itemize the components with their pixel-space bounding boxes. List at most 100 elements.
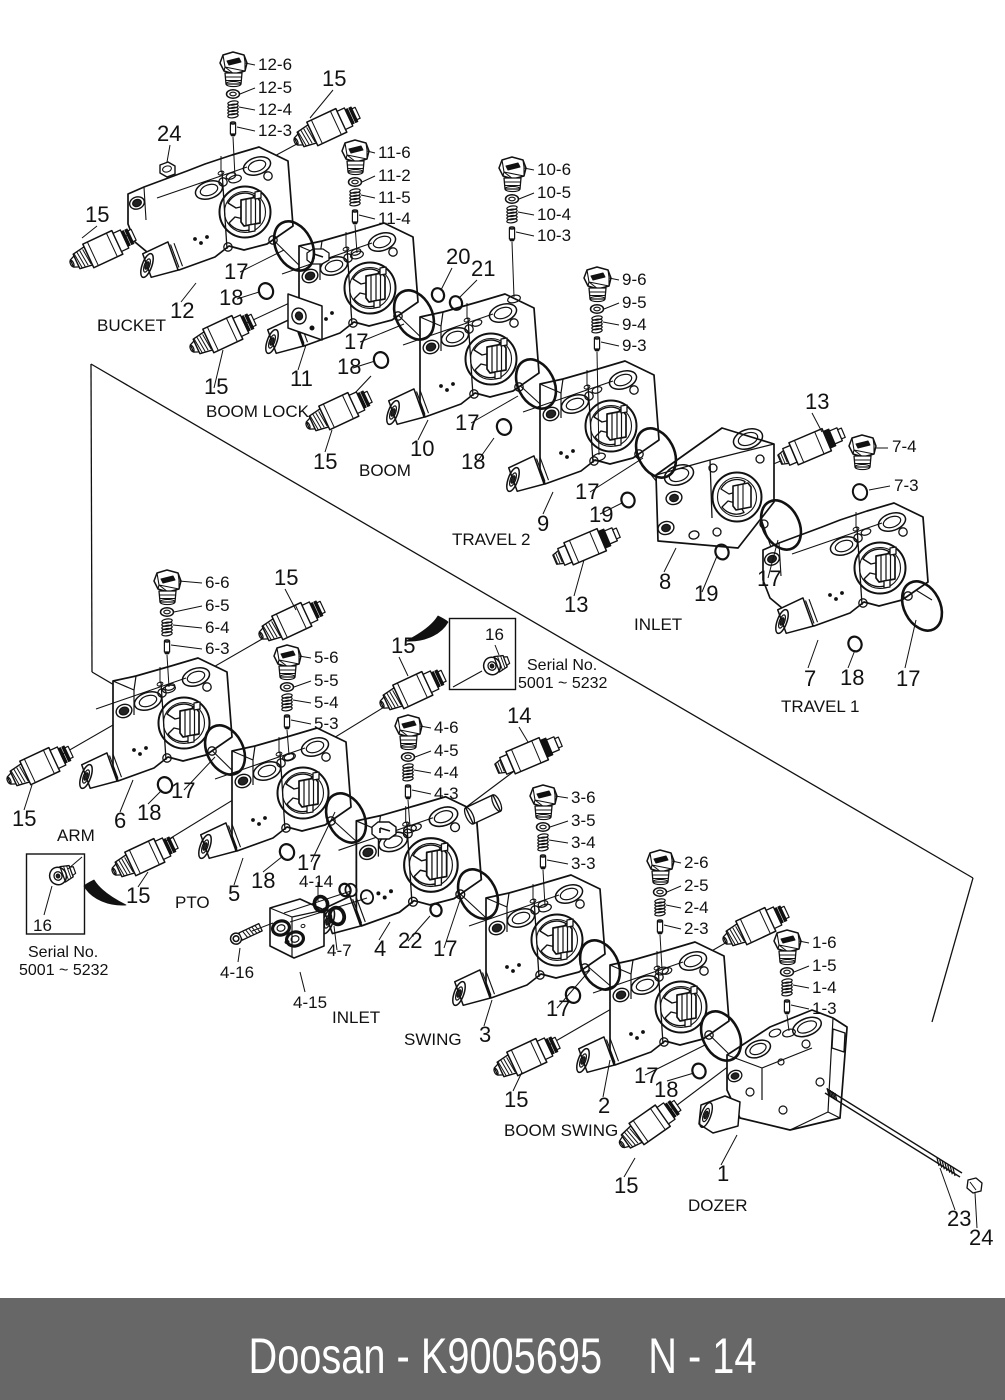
svg-text:INLET: INLET — [634, 615, 682, 634]
svg-text:Serial No.: Serial No. — [28, 944, 98, 961]
svg-text:11: 11 — [290, 366, 313, 391]
svg-text:21: 21 — [471, 256, 495, 281]
svg-text:10-4: 10-4 — [537, 205, 571, 224]
svg-text:2-5: 2-5 — [684, 876, 709, 895]
svg-text:7: 7 — [804, 666, 816, 691]
svg-text:18: 18 — [654, 1077, 678, 1102]
svg-text:5-5: 5-5 — [314, 671, 339, 690]
svg-text:18: 18 — [137, 800, 161, 825]
svg-text:4-3: 4-3 — [434, 784, 459, 803]
svg-text:BOOM: BOOM — [359, 461, 411, 480]
svg-text:15: 15 — [126, 883, 150, 908]
svg-text:1-5: 1-5 — [812, 956, 837, 975]
svg-text:23: 23 — [947, 1206, 971, 1231]
svg-text:3-5: 3-5 — [571, 811, 596, 830]
svg-text:15: 15 — [614, 1173, 638, 1198]
svg-text:11-6: 11-6 — [378, 143, 411, 162]
svg-text:15: 15 — [313, 449, 337, 474]
svg-text:4-5: 4-5 — [434, 741, 459, 760]
svg-text:5: 5 — [228, 881, 240, 906]
svg-text:16: 16 — [33, 916, 52, 935]
svg-text:TRAVEL 2: TRAVEL 2 — [452, 530, 530, 549]
svg-text:3: 3 — [479, 1022, 491, 1047]
svg-text:PTO: PTO — [175, 893, 210, 912]
svg-text:24: 24 — [157, 121, 181, 146]
svg-text:18: 18 — [219, 285, 243, 310]
svg-text:12-5: 12-5 — [258, 78, 292, 97]
svg-text:11-5: 11-5 — [378, 188, 411, 207]
svg-text:4: 4 — [374, 936, 386, 961]
svg-text:4-4: 4-4 — [434, 763, 459, 782]
svg-text:13: 13 — [805, 389, 829, 414]
svg-text:17: 17 — [634, 1063, 658, 1088]
svg-text:10: 10 — [410, 436, 434, 461]
svg-text:INLET: INLET — [332, 1008, 380, 1027]
svg-text:TRAVEL 1: TRAVEL 1 — [781, 697, 859, 716]
svg-text:4-15: 4-15 — [293, 993, 327, 1012]
svg-text:6-5: 6-5 — [205, 596, 230, 615]
svg-text:17: 17 — [455, 410, 479, 435]
svg-text:9-5: 9-5 — [622, 293, 647, 312]
svg-text:5001 ~ 5232: 5001 ~ 5232 — [518, 675, 608, 692]
svg-text:1-6: 1-6 — [812, 933, 837, 952]
svg-text:18: 18 — [840, 665, 864, 690]
svg-text:2-3: 2-3 — [684, 919, 709, 938]
svg-text:9: 9 — [537, 511, 549, 536]
svg-text:24: 24 — [969, 1225, 993, 1250]
svg-text:4-14: 4-14 — [299, 872, 333, 891]
svg-text:10-6: 10-6 — [537, 160, 571, 179]
svg-text:6-4: 6-4 — [205, 618, 230, 637]
svg-text:12-4: 12-4 — [258, 100, 292, 119]
svg-text:6-3: 6-3 — [205, 639, 230, 658]
svg-text:5-6: 5-6 — [314, 648, 339, 667]
svg-text:14: 14 — [507, 703, 531, 728]
svg-text:1-3: 1-3 — [812, 999, 837, 1018]
svg-text:17: 17 — [757, 566, 781, 591]
svg-text:9-3: 9-3 — [622, 336, 647, 355]
svg-text:10-3: 10-3 — [537, 226, 571, 245]
svg-text:9-4: 9-4 — [622, 315, 647, 334]
svg-text:4-7: 4-7 — [327, 941, 352, 960]
svg-text:12-6: 12-6 — [258, 55, 292, 74]
svg-text:17: 17 — [575, 479, 599, 504]
svg-text:15: 15 — [274, 565, 298, 590]
svg-text:17: 17 — [433, 936, 457, 961]
svg-text:15: 15 — [12, 806, 36, 831]
svg-text:20: 20 — [446, 244, 470, 269]
svg-text:8: 8 — [659, 569, 671, 594]
svg-text:11-2: 11-2 — [378, 166, 411, 185]
svg-text:12-3: 12-3 — [258, 121, 292, 140]
svg-text:3-4: 3-4 — [571, 833, 596, 852]
svg-text:22: 22 — [398, 928, 422, 953]
svg-text:7-4: 7-4 — [892, 437, 917, 456]
svg-text:3-3: 3-3 — [571, 854, 596, 873]
svg-text:5-3: 5-3 — [314, 714, 339, 733]
svg-text:15: 15 — [504, 1087, 528, 1112]
svg-text:BUCKET: BUCKET — [97, 316, 166, 335]
svg-text:9-6: 9-6 — [622, 270, 647, 289]
svg-text:1-4: 1-4 — [812, 978, 837, 997]
svg-text:16: 16 — [485, 625, 504, 644]
svg-text:17: 17 — [344, 329, 368, 354]
svg-text:4-16: 4-16 — [220, 963, 254, 982]
svg-text:3-6: 3-6 — [571, 788, 596, 807]
svg-text:BOOM LOCK: BOOM LOCK — [206, 402, 310, 421]
svg-text:17: 17 — [896, 666, 920, 691]
svg-text:13: 13 — [564, 592, 588, 617]
svg-text:10-5: 10-5 — [537, 183, 571, 202]
svg-text:17: 17 — [546, 996, 570, 1021]
svg-text:11-4: 11-4 — [378, 209, 411, 228]
svg-text:17: 17 — [297, 850, 321, 875]
svg-text:1: 1 — [717, 1161, 729, 1186]
svg-text:7-3: 7-3 — [894, 476, 919, 495]
svg-text:Serial No.: Serial No. — [527, 657, 597, 674]
svg-text:4-6: 4-6 — [434, 718, 459, 737]
svg-text:2-4: 2-4 — [684, 898, 709, 917]
svg-text:2-6: 2-6 — [684, 853, 709, 872]
svg-text:6-6: 6-6 — [205, 573, 230, 592]
svg-text:15: 15 — [322, 66, 346, 91]
svg-text:5001 ~ 5232: 5001 ~ 5232 — [19, 962, 109, 979]
svg-text:SWING: SWING — [404, 1030, 462, 1049]
svg-text:17: 17 — [224, 259, 248, 284]
svg-text:DOZER: DOZER — [688, 1196, 748, 1215]
